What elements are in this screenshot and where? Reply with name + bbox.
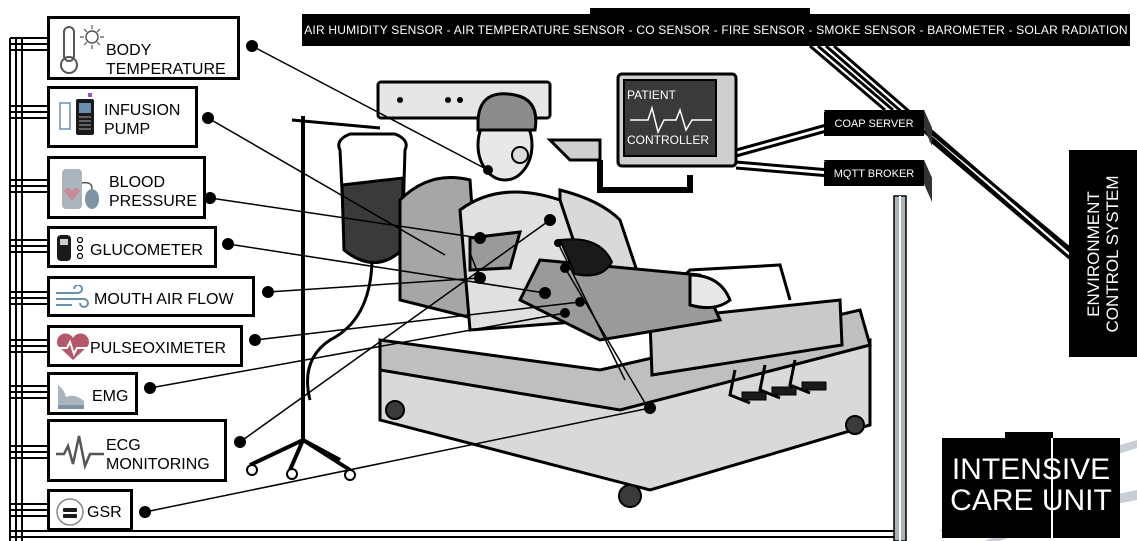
icu-label-divider — [1051, 438, 1053, 538]
monitor-text-top: PATIENT — [627, 88, 676, 102]
left-bus — [9, 37, 47, 541]
link-endpoints — [139, 40, 656, 518]
sensor-links — [144, 45, 651, 513]
sensor-blood-pressure: BLOOD PRESSURE — [47, 156, 206, 219]
banner-tab — [590, 8, 810, 16]
bottom-bus — [10, 530, 900, 538]
bedside-monitor — [546, 72, 738, 193]
wind-icon — [56, 285, 89, 308]
monitor-text-bottom: CONTROLLER — [627, 133, 710, 147]
sensor-label-ecg-monitoring: ECG MONITORING — [106, 437, 210, 473]
sensor-infusion-pump: INFUSION PUMP — [47, 86, 198, 148]
sensor-mouth-air-flow: MOUTH AIR FLOW — [47, 276, 255, 317]
hospital-bed — [378, 176, 872, 508]
heart-pulse-icon — [57, 333, 89, 360]
glucometer-icon — [57, 235, 84, 261]
sensor-label-blood-pressure: BLOOD PRESSURE — [109, 174, 198, 210]
sensor-ecg-monitoring: ECG MONITORING — [47, 419, 227, 482]
blood-pressure-cuff-icon — [62, 169, 99, 209]
sensor-label-emg: EMG — [92, 388, 129, 405]
mqtt-broker-label: MQTT BROKER — [824, 162, 924, 186]
sensor-pulseoximeter: PULSEOXIMETER — [47, 325, 243, 367]
sensor-emg: EMG — [47, 372, 138, 415]
sensor-label-gsr: GSR — [87, 504, 122, 521]
sensor-label-infusion-pump: INFUSION PUMP — [104, 102, 181, 138]
banner-links — [809, 44, 1104, 282]
environment-control-line2: CONTROL SYSTEM — [1103, 174, 1122, 333]
patient-figure — [458, 92, 732, 342]
ecg-wave-icon — [56, 435, 104, 471]
environment-control-line1: ENVIRONMENT — [1084, 190, 1103, 317]
sensor-label-pulseoximeter: PULSEOXIMETER — [90, 340, 227, 357]
environment-control-label: ENVIRONMENT CONTROL SYSTEM — [1084, 175, 1122, 332]
right-bus — [893, 195, 907, 541]
sensor-label-glucometer: GLUCOMETER — [90, 242, 203, 259]
thermometer-sun-icon — [60, 25, 104, 74]
icu-label-word2: CARE UNIT — [950, 484, 1112, 517]
sensor-gsr: GSR — [47, 489, 133, 531]
environment-sensors-banner: AIR HUMIDITY SENSOR - AIR TEMPERATURE SE… — [302, 14, 1130, 46]
environment-control-system: ENVIRONMENT CONTROL SYSTEM — [1069, 150, 1137, 357]
sensor-label-body-temperature: BODY TEMPERATURE — [106, 42, 226, 78]
sensor-label-mouth-air-flow: MOUTH AIR FLOW — [94, 291, 234, 308]
sensor-body-temperature: BODY TEMPERATURE — [47, 16, 240, 80]
icu-label-word1: INTENSIVE — [951, 453, 1111, 486]
icu-label-tab — [1005, 432, 1053, 440]
monitor-server-links — [735, 122, 831, 178]
infusion-pump-icon — [59, 93, 94, 135]
arm-muscle-icon — [58, 385, 84, 409]
gsr-device-icon — [56, 498, 84, 526]
sensor-glucometer: GLUCOMETER — [47, 226, 217, 268]
coap-server-label: COAP SERVER — [824, 112, 924, 136]
icu-label-box: INTENSIVE CARE UNIT — [942, 438, 1120, 538]
iv-stand — [246, 116, 408, 481]
sensor-stubs — [10, 105, 47, 517]
